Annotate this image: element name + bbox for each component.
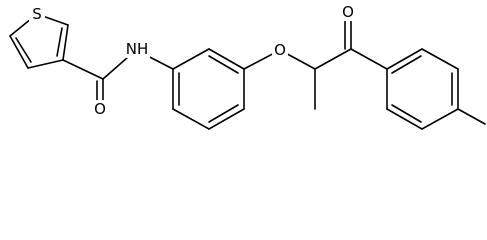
bond <box>208 104 239 123</box>
amide-oxygen-label: O <box>94 100 106 118</box>
bond <box>62 24 69 61</box>
ether-oxygen-label: O <box>274 41 286 59</box>
bond <box>391 104 422 123</box>
amide-oxygen-atom: O <box>92 100 108 118</box>
bond <box>9 35 29 69</box>
bond <box>421 108 459 130</box>
bond <box>172 108 210 130</box>
ketone-oxygen-atom: O <box>340 3 356 21</box>
bond <box>56 27 63 57</box>
atom-label-layer: S O NH O O <box>29 3 356 118</box>
amide-nitrogen-label: NH <box>126 40 149 58</box>
bond <box>172 48 210 70</box>
bond <box>208 55 239 74</box>
bond <box>208 48 245 70</box>
sulfur-atom: S <box>29 5 45 23</box>
bond <box>386 108 423 130</box>
bond <box>15 37 32 63</box>
sulfur-label: S <box>32 5 42 23</box>
bond <box>314 48 352 70</box>
molecule-structure: S O NH O O <box>9 3 486 130</box>
amide-nitrogen-atom: NH <box>124 40 150 58</box>
bond <box>421 48 459 70</box>
bond <box>457 108 486 125</box>
bond <box>350 48 388 70</box>
bond <box>386 48 423 70</box>
bond <box>208 108 245 130</box>
ether-oxygen-atom: O <box>272 41 288 59</box>
bond-layer <box>9 13 486 130</box>
ketone-oxygen-label: O <box>342 3 354 21</box>
bond <box>391 55 422 74</box>
bond <box>27 59 64 69</box>
bond <box>62 59 104 80</box>
